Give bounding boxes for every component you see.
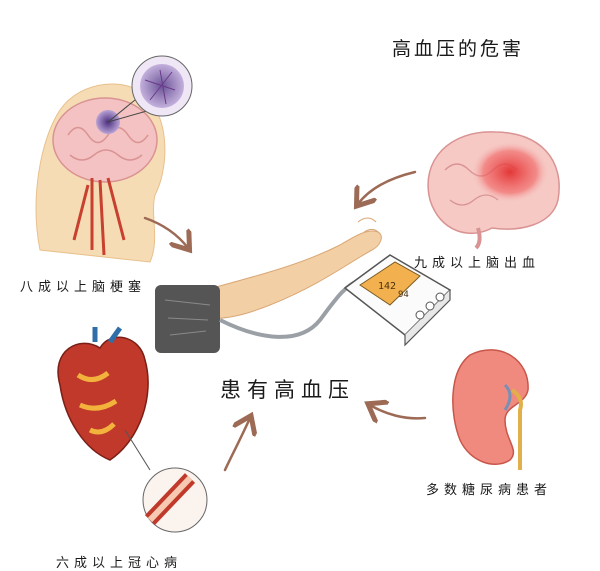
monitor-diastolic: 94	[398, 290, 409, 300]
monitor-systolic: 142	[378, 281, 396, 292]
arrow-heart-to-center	[223, 418, 250, 472]
bp-monitor-figure: 142 94	[343, 254, 452, 347]
heart-figure	[57, 326, 208, 533]
center-text: 患有高血压	[220, 378, 355, 402]
label-brain-infarction: 八成以上脑梗塞	[20, 280, 147, 295]
label-brain-hemorrhage: 九成以上脑出血	[414, 256, 541, 271]
arm-with-cuff-figure	[155, 217, 382, 353]
head-infarction-figure	[35, 55, 193, 263]
arrow-kidney-to-center	[370, 405, 427, 418]
arrow-hemorrhage-to-arm	[358, 170, 417, 204]
brain-hemorrhage-figure	[427, 131, 560, 250]
label-heart: 六成以上冠心病	[56, 556, 183, 571]
arrows	[143, 170, 427, 472]
kidney-figure	[452, 349, 529, 470]
page-title: 高血压的危害	[392, 38, 525, 60]
label-kidney: 多数糖尿病患者	[426, 483, 553, 498]
arrow-infarction-to-arm	[143, 216, 188, 248]
